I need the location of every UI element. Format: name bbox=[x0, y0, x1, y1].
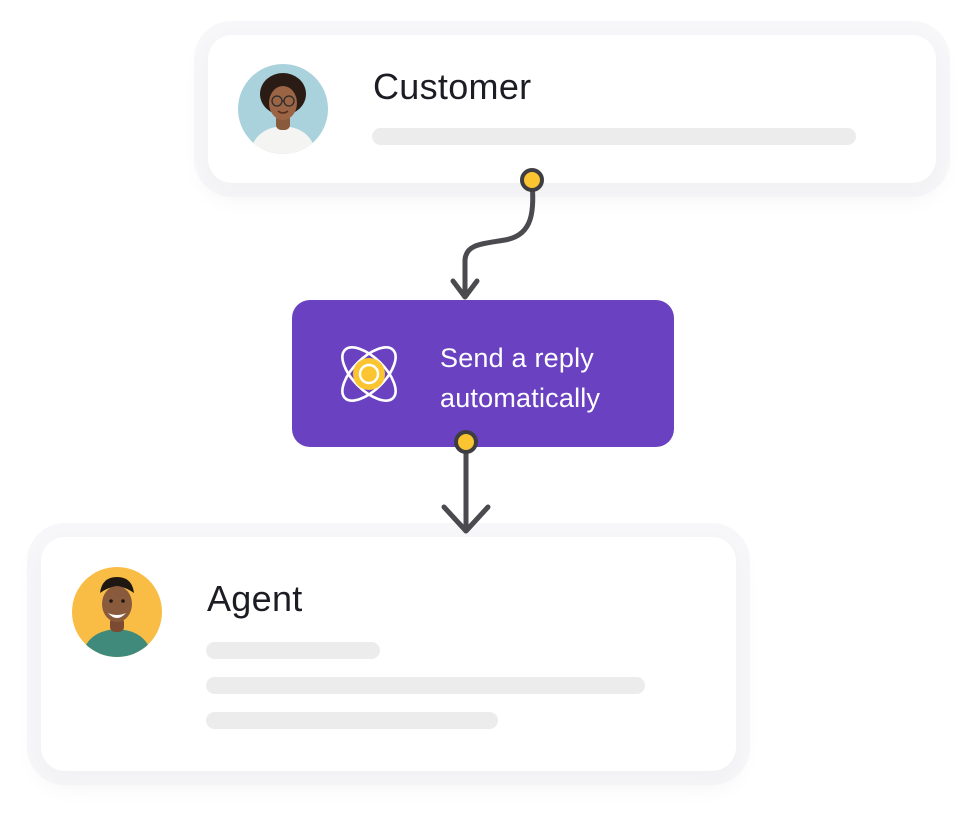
customer-avatar bbox=[238, 64, 328, 154]
send-reply-action-node[interactable]: Send a reply automatically bbox=[292, 300, 674, 447]
action-label-line-1: Send a reply bbox=[440, 343, 594, 373]
customer-card[interactable]: Customer bbox=[208, 35, 936, 183]
action-label-line-2: automatically bbox=[440, 383, 601, 413]
agent-card[interactable]: Agent bbox=[41, 537, 736, 771]
connector-customer-to-action bbox=[450, 168, 544, 300]
agent-avatar bbox=[72, 567, 162, 657]
agent-name: Agent bbox=[207, 578, 303, 619]
customer-name: Customer bbox=[373, 66, 532, 107]
atom-orbit-icon bbox=[341, 346, 397, 402]
agent-placeholder-line bbox=[206, 677, 645, 694]
agent-placeholder-line bbox=[206, 712, 498, 729]
action-label: Send a reply automatically bbox=[440, 338, 600, 418]
customer-placeholder-line bbox=[372, 128, 856, 145]
agent-placeholder-line bbox=[206, 642, 380, 659]
